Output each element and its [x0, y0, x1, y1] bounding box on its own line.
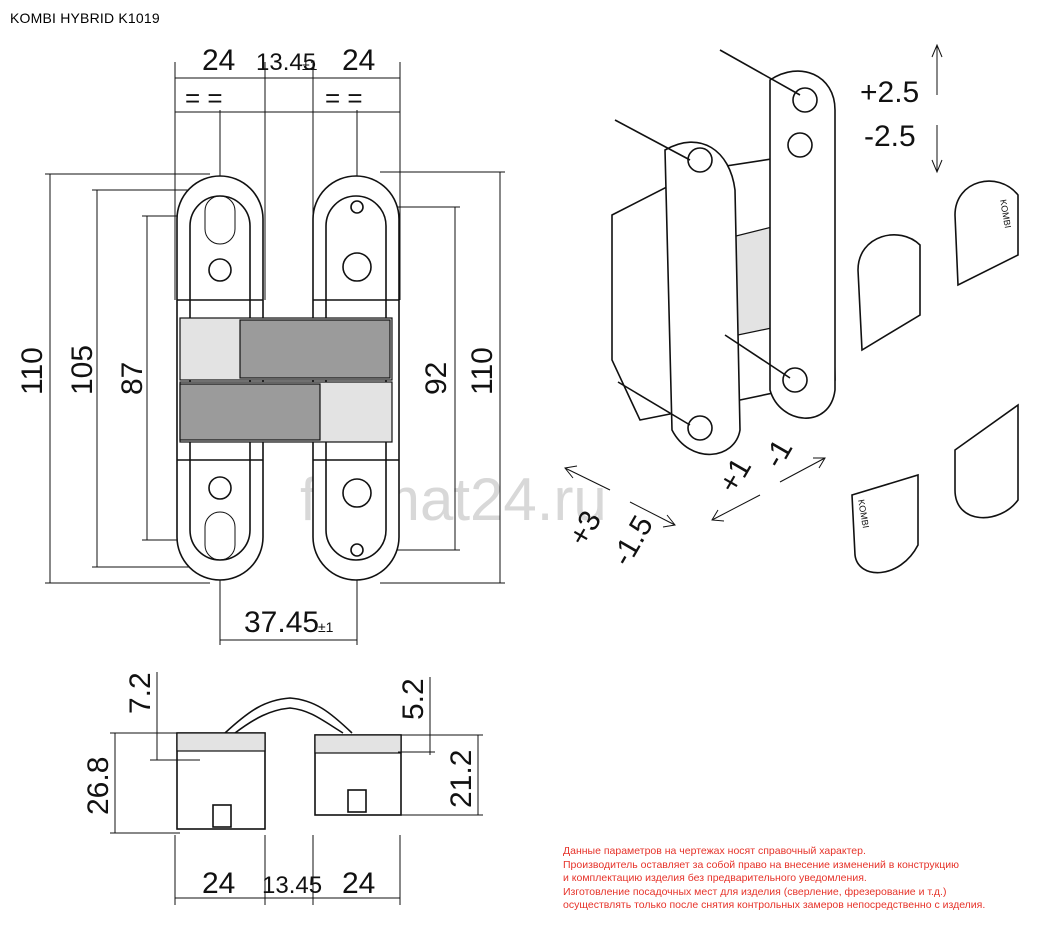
dim-side-bottom-24-left: 24 [202, 867, 235, 900]
cover-brand-top: KOMBI [998, 199, 1013, 229]
equal-marks-left: = = [185, 83, 223, 113]
notice-line: Изготовление посадочных мест для изделия… [563, 885, 947, 898]
dim-side-7-2: 7.2 [124, 672, 157, 714]
dim-side-5-2: 5.2 [397, 678, 430, 720]
cover-cap-4 [851, 473, 919, 574]
disclaimer-notice: Данные параметров на чертежах носят спра… [563, 845, 1033, 913]
dim-side-bottom-13-45: 13.45 [262, 872, 322, 899]
cover-cap-2 [954, 180, 1019, 287]
dim-top-tolerance: ±1 [302, 57, 318, 73]
dim-side-bottom-24-right: 24 [342, 867, 375, 900]
notice-line: осуществлять только после снятия контрол… [563, 899, 986, 911]
equal-marks-right: = = [325, 83, 363, 113]
dim-side-21-2: 21.2 [445, 750, 478, 808]
dim-right-92: 92 [420, 362, 453, 395]
dim-bottom-37-45: 37.45 [244, 606, 319, 639]
front-view: 24 13.45 ±1 24 = = = = 110 105 87 92 110… [16, 44, 505, 645]
dim-left-87: 87 [116, 362, 149, 395]
adj-vertical-down: -2.5 [864, 120, 916, 153]
notice-line: Данные параметров на чертежах носят спра… [563, 845, 866, 857]
isometric-view: +2.5 -2.5 +3 -1.5 +1 -1 KOMBI KOMBI [562, 43, 1019, 574]
notice-line: Производитель оставляет за собой право н… [563, 858, 959, 871]
adj-lateral-plus: +1 [712, 452, 758, 498]
dim-side-26-8: 26.8 [82, 757, 115, 815]
drawing-title: KOMBI HYBRID K1019 [10, 10, 160, 26]
cover-cap-3 [954, 403, 1019, 519]
cover-brand-bottom: KOMBI [856, 499, 871, 529]
side-view: 7.2 26.8 5.2 21.2 24 13.45 24 [82, 672, 483, 905]
dim-top-left-24: 24 [202, 44, 235, 77]
dim-left-105: 105 [66, 345, 99, 395]
cover-cap-1 [857, 234, 921, 352]
adj-lateral-minus: -1 [757, 434, 799, 474]
dim-bottom-tolerance: ±1 [318, 619, 334, 635]
notice-line: и комплектацию изделия без предварительн… [563, 872, 867, 884]
dim-right-110: 110 [466, 347, 499, 395]
adj-depth-minus: -1.5 [605, 510, 659, 571]
dim-top-gap-13-45: 13.45 [256, 49, 316, 76]
dim-left-110: 110 [16, 347, 49, 395]
dim-top-right-24: 24 [342, 44, 375, 77]
adj-vertical-up: +2.5 [860, 76, 919, 109]
